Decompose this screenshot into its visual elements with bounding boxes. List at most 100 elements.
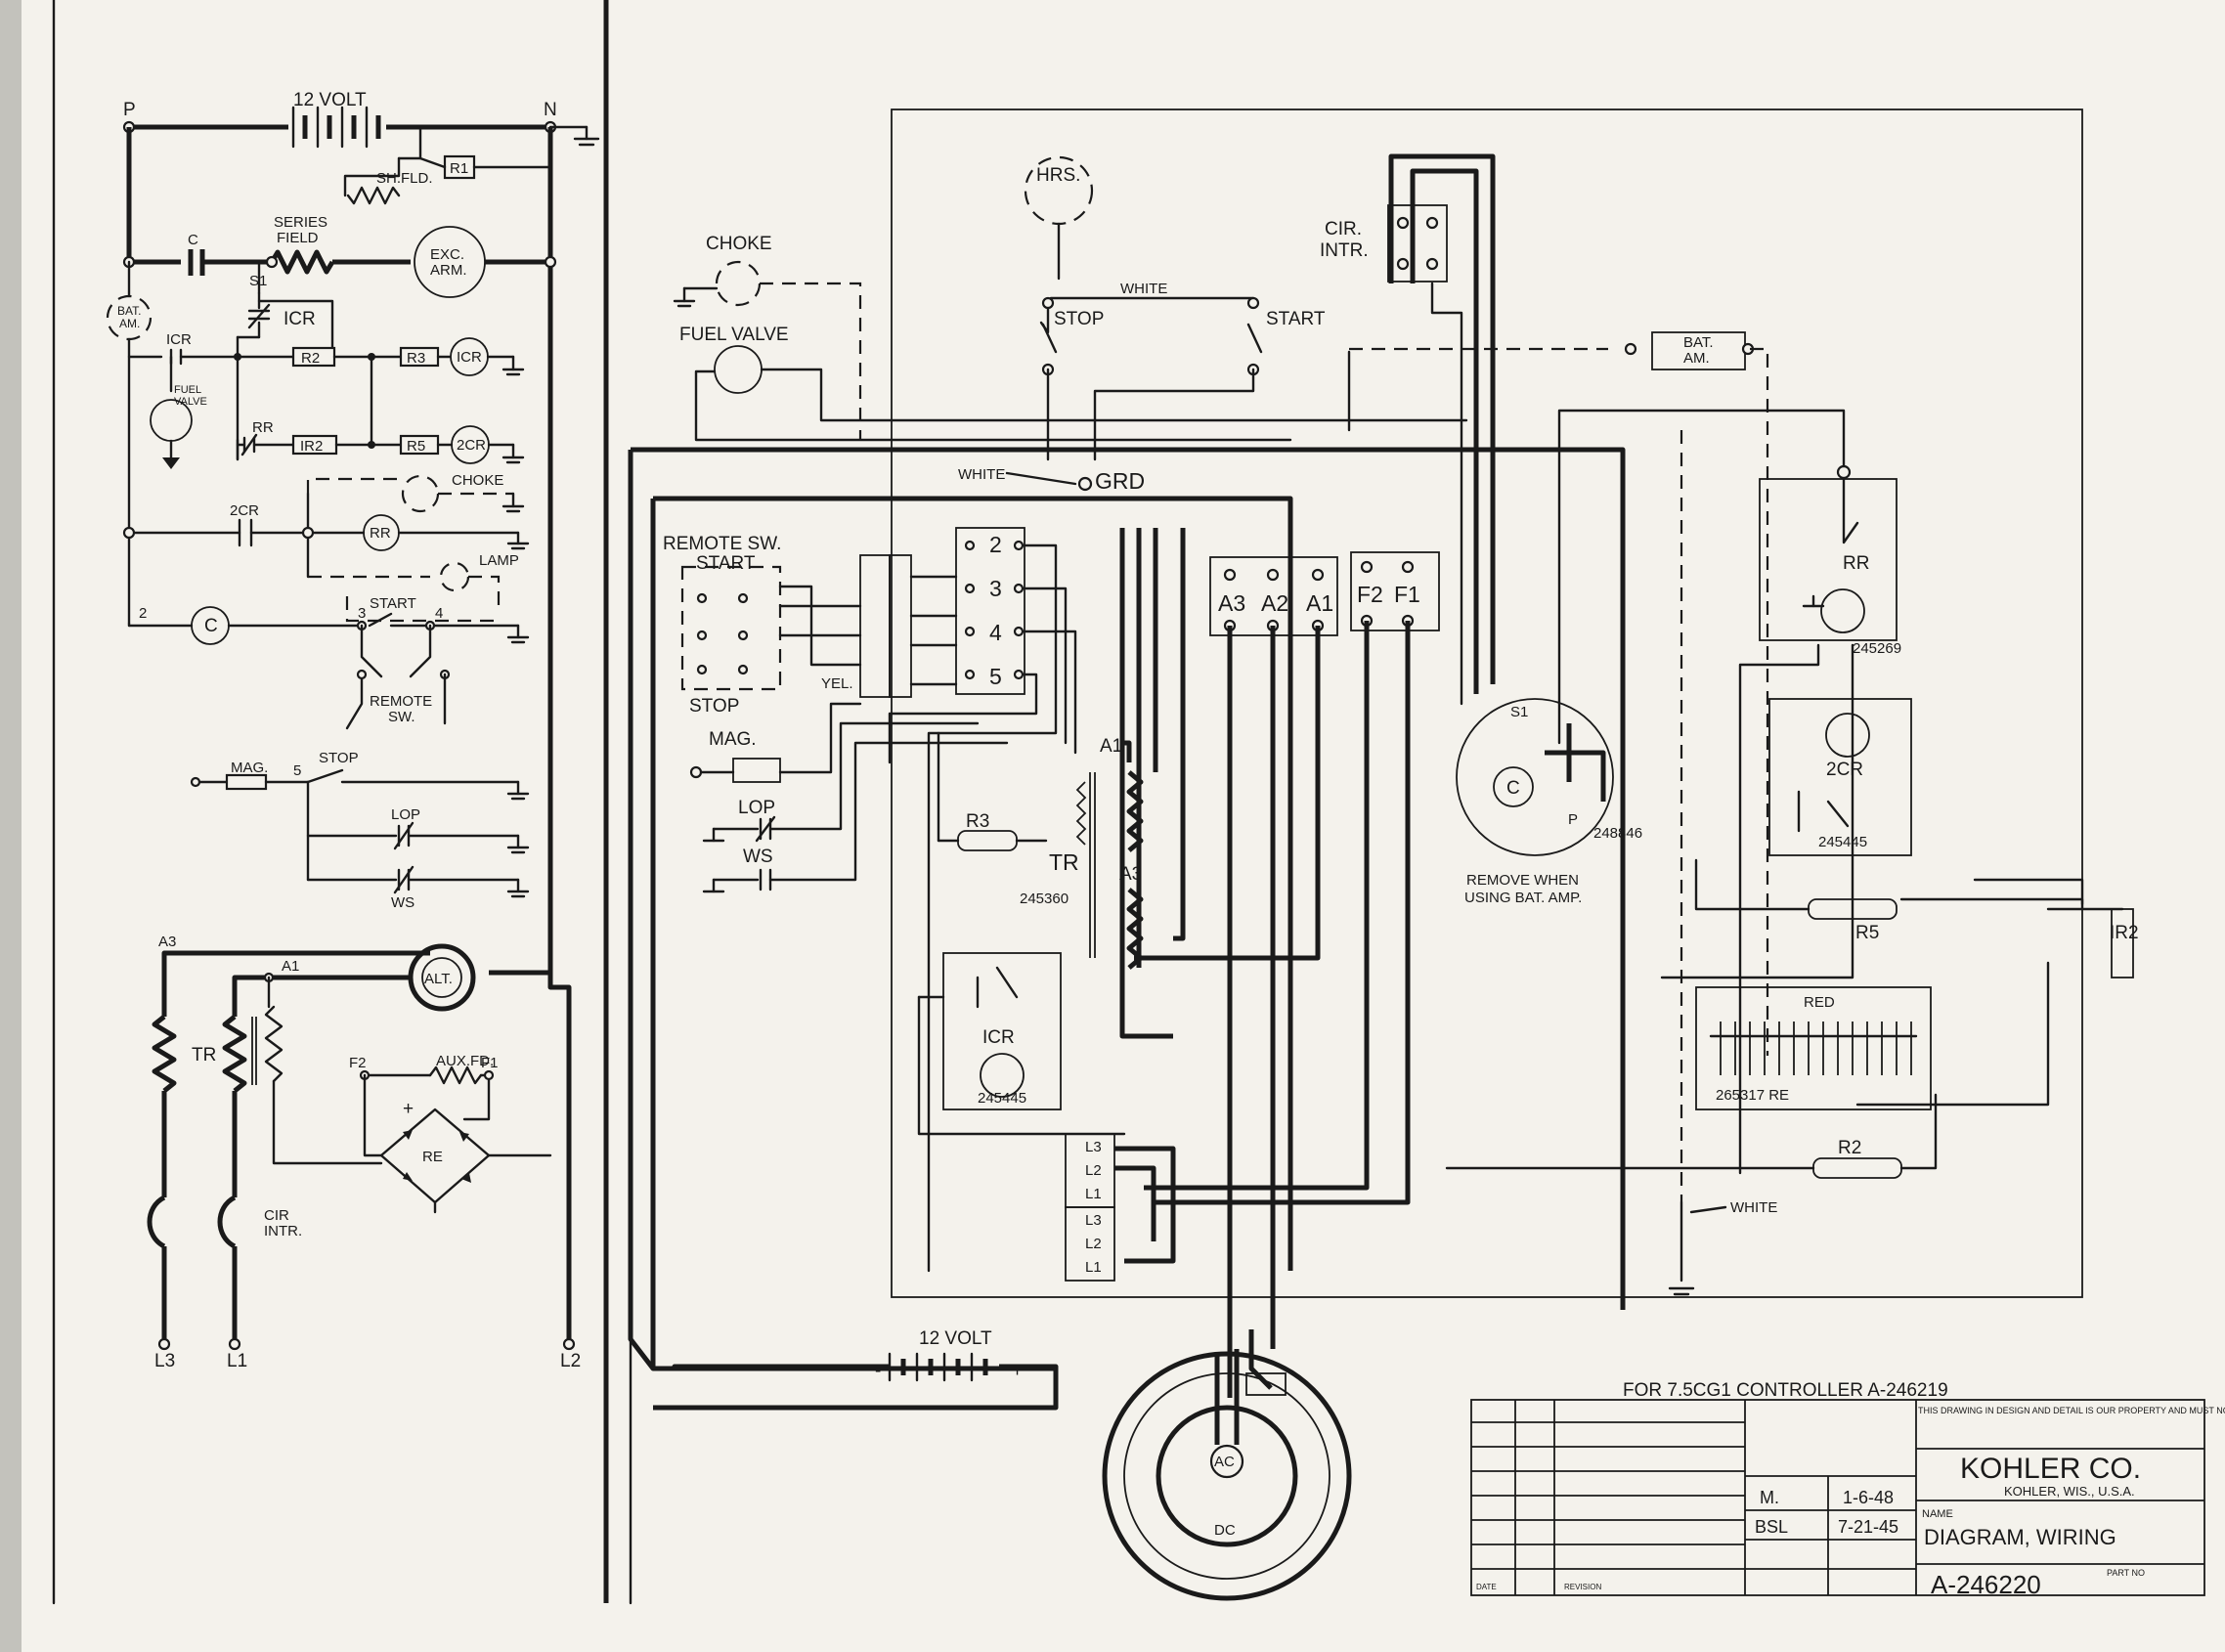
l3-label: L3	[154, 1351, 175, 1371]
l1-label: L1	[227, 1351, 247, 1371]
lamp-label: LAMP	[479, 552, 519, 569]
fuel-valve-l2: VALVE	[174, 396, 207, 408]
series-field-l2: FIELD	[277, 230, 319, 246]
alt-label: ALT.	[424, 971, 453, 987]
title-block: FOR 7.5CG1 CONTROLLER A-246219 THIS DRAW…	[1470, 1380, 2225, 1599]
cabinet-outline	[891, 109, 2083, 1298]
a1-label: A1	[1306, 590, 1333, 616]
bat-am-l1: BAT.	[117, 304, 141, 318]
node5-label: 5	[293, 762, 301, 779]
fuel-valve-label: FUEL VALVE	[679, 325, 789, 345]
re-label: 265317 RE	[1716, 1087, 1789, 1104]
cir-intr-label: CIR.INTR.	[1320, 219, 1369, 261]
r1-label: R1	[450, 160, 468, 177]
battery-label: 12 VOLT	[293, 90, 367, 110]
remote-sw-w-l1: REMOTE SW.	[663, 534, 781, 554]
rr-coil-label: RR	[370, 525, 391, 542]
remote-sw-l2: SW.	[388, 709, 415, 725]
hrs-label: HRS.	[1036, 165, 1080, 186]
cir-intr-w-l2: INTR.	[1320, 240, 1369, 261]
rectifier-fins	[1709, 1022, 1918, 1075]
bat-am-label: BAT.AM.	[117, 304, 141, 330]
approved-by: M.	[1760, 1488, 1779, 1507]
remove-note-l2: USING BAT. AMP.	[1464, 890, 1582, 906]
mag-label: MAG.	[709, 729, 757, 750]
c-coil-label: C	[204, 616, 218, 636]
field-terminal-block	[1350, 551, 1440, 631]
tr-label: TR	[192, 1045, 216, 1065]
icr-relay-panel	[942, 952, 1062, 1110]
series-field-resistor	[269, 249, 335, 275]
battery-symbol	[291, 106, 381, 149]
2cr-label: 2CR	[1826, 760, 1863, 780]
remote-sw-w-l2: START	[696, 553, 756, 574]
f1-label: F1	[481, 1055, 499, 1071]
2cr-relay-coil	[1825, 713, 1870, 758]
ground-symbol	[573, 125, 600, 147]
icr-contact-label: ICR	[284, 309, 316, 329]
node2-label: 2	[139, 605, 147, 622]
scan-edge-shading	[0, 0, 22, 1652]
battery-label: 12 VOLT	[919, 1328, 992, 1349]
a3-label: A3	[158, 934, 176, 950]
date-col-label: DATE	[1476, 1583, 1497, 1591]
company-name: KOHLER CO.	[1960, 1453, 2141, 1485]
ground-symbol	[502, 443, 525, 464]
bus-n-label: N	[544, 100, 557, 120]
icr-contact2-label: ICR	[166, 331, 192, 348]
part-no-label: PART NO	[2107, 1568, 2145, 1578]
a3-tr-label: A3	[1119, 864, 1142, 885]
bus-p-label: P	[123, 100, 136, 120]
rr-label: RR	[1843, 553, 1869, 574]
aux-fd-label: AUX.FD.	[436, 1053, 494, 1069]
ws-label: WS	[743, 847, 773, 867]
ws-label: WS	[391, 894, 414, 911]
generator-housing	[1102, 1351, 1352, 1601]
s1-label: S1	[1510, 704, 1528, 720]
re-label: RE	[422, 1149, 443, 1165]
exc-arm-l2: ARM.	[430, 262, 467, 279]
r3-label: R3	[407, 350, 425, 367]
fuel-valve-l1: FUEL	[174, 384, 201, 396]
icr-relay-coil	[980, 1053, 1025, 1098]
tr-winding-a1	[1126, 770, 1144, 852]
sh-fld-label: SH.FLD.	[376, 170, 433, 187]
r3-label: R3	[966, 811, 989, 832]
rr-relay-panel	[1759, 478, 1898, 641]
r2-label: R2	[301, 350, 320, 367]
rr-contact-label: RR	[252, 419, 274, 436]
remote-sw-l1: REMOTE	[370, 693, 432, 710]
mag-label: MAG.	[231, 760, 268, 776]
f1-label: F1	[1394, 582, 1420, 607]
s1-label: S1	[249, 273, 267, 289]
ir2-label: IR2	[300, 438, 323, 455]
l2-label: L2	[560, 1351, 581, 1371]
part-245445a-label: 245445	[1818, 834, 1867, 850]
a3-label: A3	[1218, 590, 1245, 616]
date-drawn: 7-21-45	[1838, 1517, 1898, 1537]
plus-label: +	[403, 1099, 414, 1119]
ground-symbol	[502, 492, 525, 513]
battery-plus: +	[1012, 1361, 1023, 1381]
sh-fld-resistor	[346, 186, 401, 205]
ground-symbol	[506, 624, 530, 644]
icr-label: ICR	[982, 1027, 1015, 1048]
grd-label: GRD	[1095, 468, 1145, 494]
a1-tr-label: A1	[1100, 736, 1122, 757]
mag-box	[225, 773, 268, 791]
yel-label: YEL.	[821, 675, 853, 692]
ac-terminal	[1209, 1444, 1244, 1479]
l-terminal-block-2	[1065, 1206, 1115, 1282]
re-rectifier-panel	[1695, 986, 1932, 1110]
r5-label: R5	[1855, 923, 1879, 943]
tb2-l3: L3	[1085, 1212, 1102, 1229]
c-contactor	[1456, 698, 1614, 856]
bat-am-w-l1: BAT.	[1683, 334, 1714, 351]
bat-am-l2: AM.	[119, 317, 140, 330]
notice-text: THIS DRAWING IN DESIGN AND DETAIL IS OUR…	[1918, 1406, 2225, 1415]
